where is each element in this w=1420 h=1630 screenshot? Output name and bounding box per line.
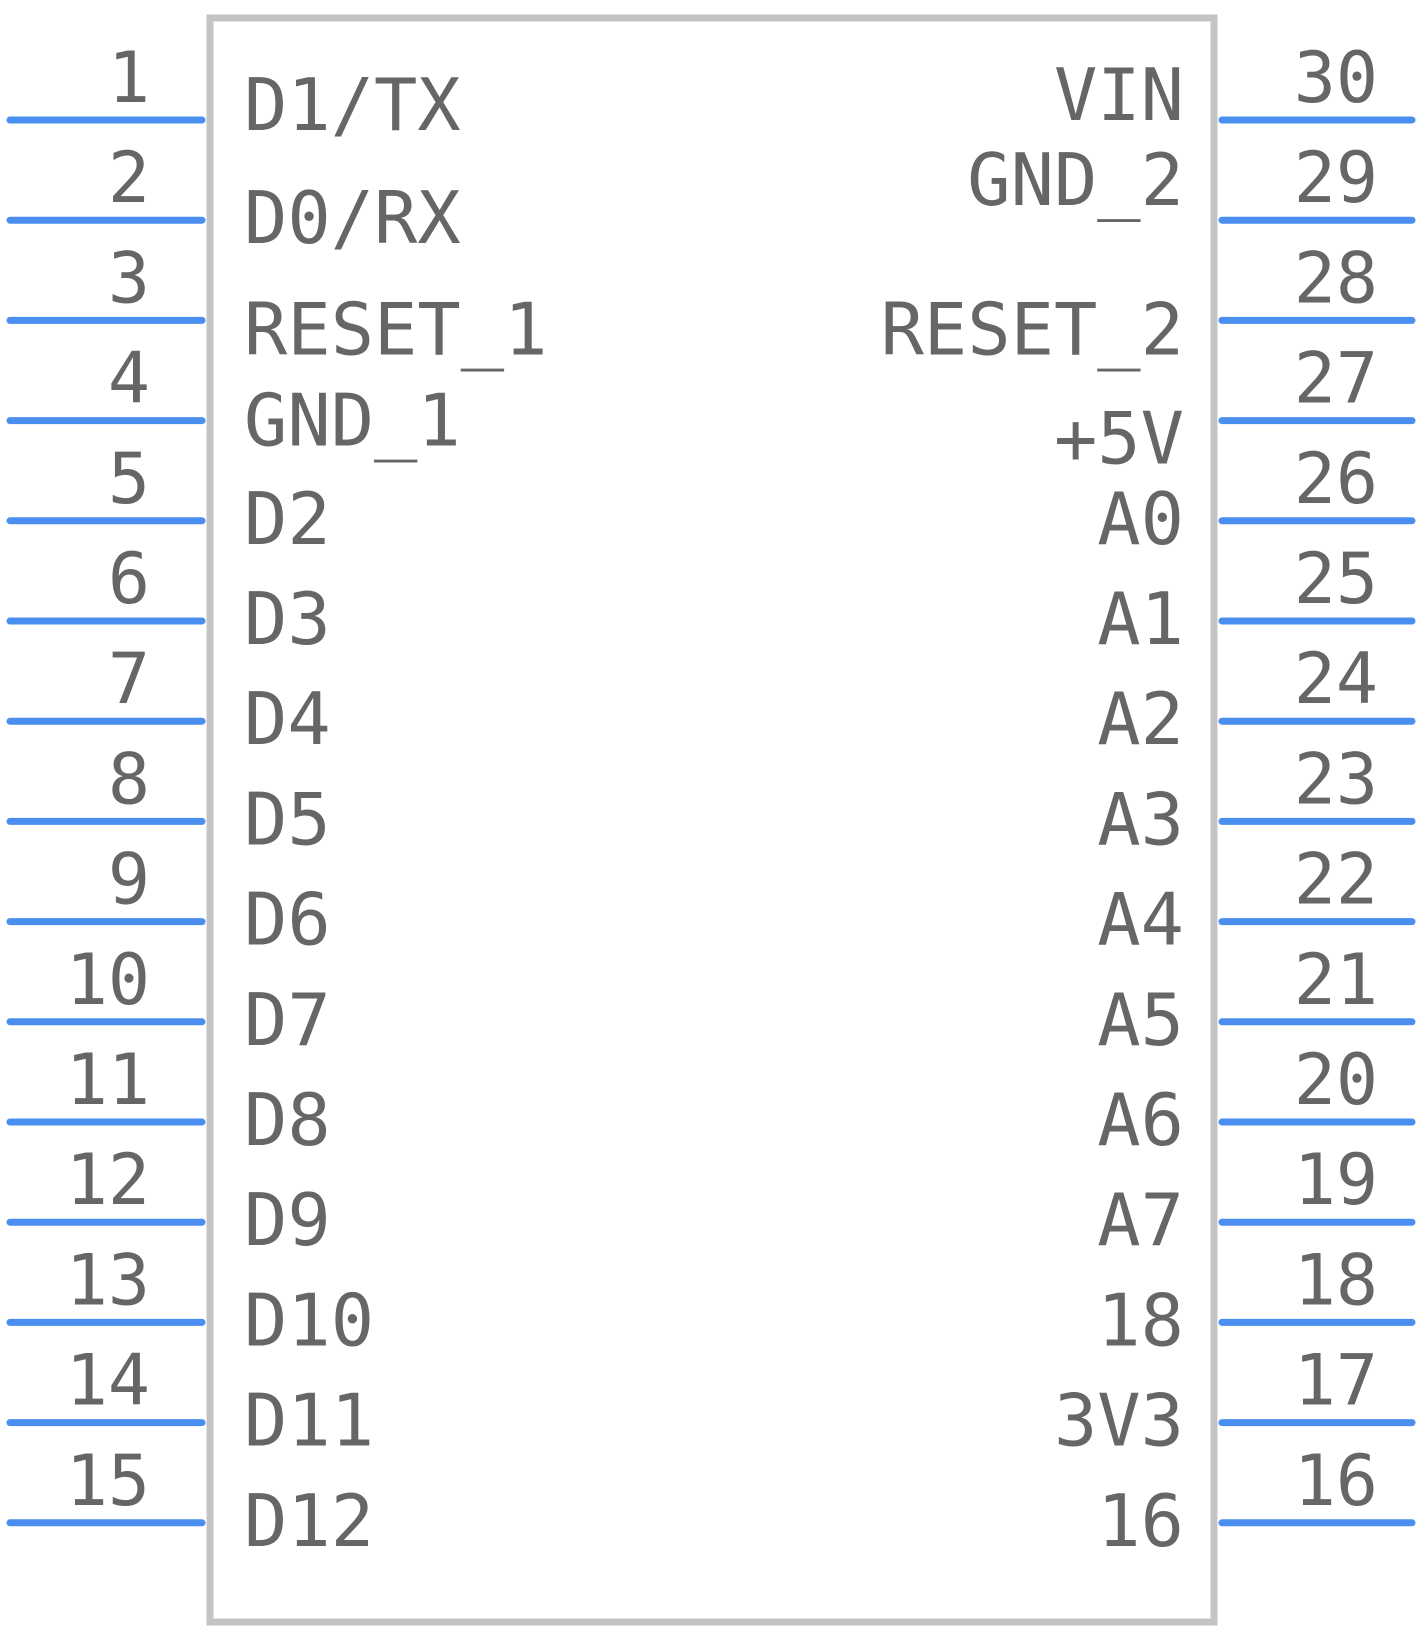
pin-12-number: 12 (66, 1139, 150, 1221)
pin-3-number: 3 (108, 237, 150, 319)
pin-27-number: 27 (1294, 338, 1378, 420)
pin-10-label: D7 (244, 978, 331, 1062)
pin-17-number: 17 (1294, 1340, 1378, 1422)
pin-23-label: A3 (1097, 777, 1184, 861)
pin-8-number: 8 (108, 738, 150, 820)
pin-27-label: +5V (1054, 397, 1184, 481)
pin-26-label: A0 (1097, 477, 1184, 561)
pin-18-label: 18 (1097, 1278, 1184, 1362)
pin-21-label: A5 (1097, 978, 1184, 1062)
pin-12-label: D9 (244, 1178, 331, 1262)
pin-9-label: D6 (244, 878, 331, 962)
pin-28-label: RESET_2 (881, 287, 1184, 371)
pin-2-number: 2 (108, 137, 150, 219)
pin-7-label: D4 (244, 677, 331, 761)
pin-1-label: D1/TX (244, 63, 461, 147)
pin-4-number: 4 (108, 338, 150, 420)
pin-13-number: 13 (66, 1239, 150, 1321)
pin-10-number: 10 (66, 939, 150, 1021)
pin-6-number: 6 (108, 538, 150, 620)
pin-23-number: 23 (1294, 738, 1378, 820)
pin-13-label: D10 (244, 1278, 374, 1362)
pin-22-number: 22 (1294, 839, 1378, 921)
pin-15-number: 15 (66, 1440, 150, 1522)
pin-14-number: 14 (66, 1340, 150, 1422)
pin-25-label: A1 (1097, 577, 1184, 661)
pin-3-label: RESET_1 (244, 287, 547, 371)
pin-19-number: 19 (1294, 1139, 1378, 1221)
pin-2-label: D0/RX (244, 176, 461, 260)
pin-30-label: VIN (1054, 53, 1184, 137)
pin-16-number: 16 (1294, 1440, 1378, 1522)
pin-8-label: D5 (244, 777, 331, 861)
pin-14-label: D11 (244, 1379, 374, 1463)
pin-26-number: 26 (1294, 438, 1378, 520)
pin-17-label: 3V3 (1054, 1379, 1184, 1463)
pin-24-number: 24 (1294, 638, 1378, 720)
pin-19-label: A7 (1097, 1178, 1184, 1262)
pin-4-label: GND_1 (244, 379, 461, 463)
pin-29-label: GND_2 (967, 138, 1184, 222)
pin-11-number: 11 (66, 1039, 150, 1121)
pin-5-number: 5 (108, 438, 150, 520)
pin-29-number: 29 (1294, 137, 1378, 219)
pin-25-number: 25 (1294, 538, 1378, 620)
pin-9-number: 9 (108, 839, 150, 921)
pin-5-label: D2 (244, 477, 331, 561)
pin-24-label: A2 (1097, 677, 1184, 761)
pin-20-label: A6 (1097, 1078, 1184, 1162)
pin-18-number: 18 (1294, 1239, 1378, 1321)
pin-21-number: 21 (1294, 939, 1378, 1021)
component-body (206, 14, 1218, 1626)
pin-20-number: 20 (1294, 1039, 1378, 1121)
pin-16-label: 16 (1097, 1479, 1184, 1563)
pin-15-label: D12 (244, 1479, 374, 1563)
pin-7-number: 7 (108, 638, 150, 720)
pin-6-label: D3 (244, 577, 331, 661)
pin-30-number: 30 (1294, 37, 1378, 119)
pin-11-label: D8 (244, 1078, 331, 1162)
pin-1-number: 1 (108, 37, 150, 119)
pin-22-label: A4 (1097, 878, 1184, 962)
pin-28-number: 28 (1294, 237, 1378, 319)
